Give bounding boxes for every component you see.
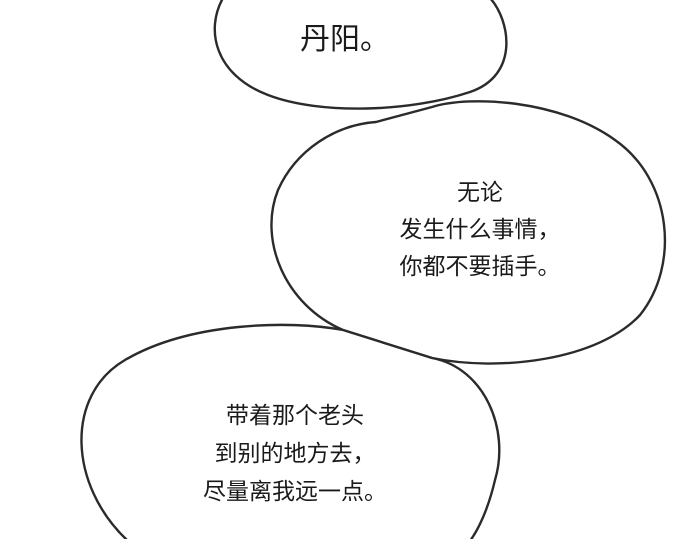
speech-bubble-text-1: 丹阳。 — [255, 18, 435, 62]
speech-bubble-text-2: 无论 发生什么事情， 你都不要插手。 — [365, 175, 595, 286]
bubble-2-line-2: 发生什么事情， — [399, 217, 561, 243]
speech-bubble-bottom-outline — [80, 323, 501, 539]
bubble-2-line-3: 你都不要插手。 — [399, 254, 561, 280]
bubble-3-line-1: 带着那个老头 — [226, 403, 364, 429]
bubble-1-line-1: 丹阳。 — [300, 22, 390, 57]
bubble-3-line-3: 尽量离我远一点。 — [203, 479, 387, 505]
speech-bubble-text-3: 带着那个老头 到别的地方去， 尽量离我远一点。 — [170, 397, 420, 511]
speech-bubble-middle-outline — [270, 100, 667, 365]
speech-bubble-top-outline — [213, 0, 508, 110]
bubble-3-line-2: 到别的地方去， — [214, 441, 376, 467]
bubble-2-line-1: 无论 — [457, 180, 503, 206]
